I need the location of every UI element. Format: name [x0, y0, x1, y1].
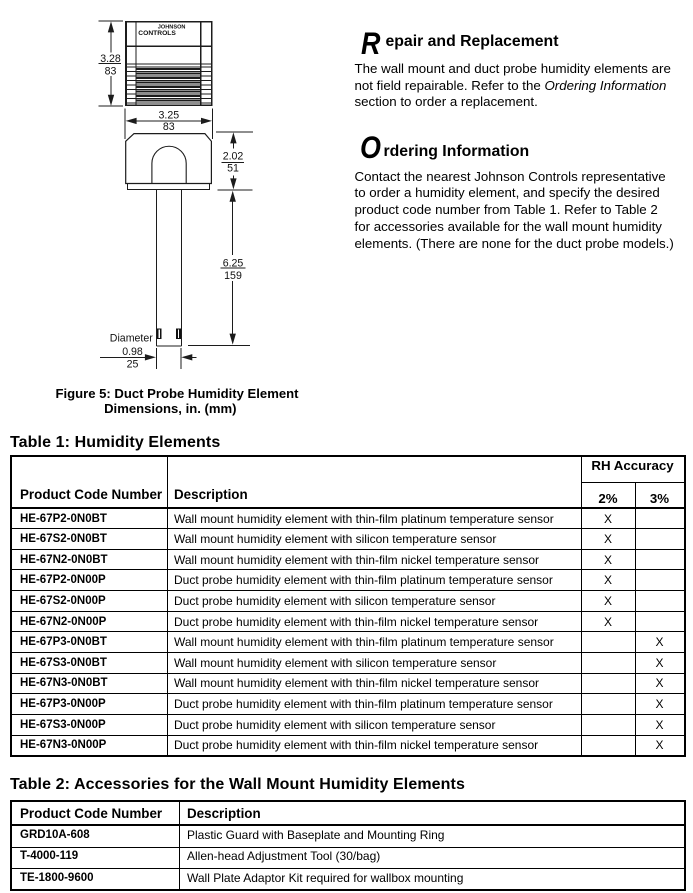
svg-text:2.02: 2.02	[223, 151, 244, 163]
svg-text:0.98: 0.98	[122, 346, 143, 358]
svg-text:CONTROLS: CONTROLS	[138, 30, 176, 37]
svg-text:3.28: 3.28	[100, 53, 121, 65]
svg-text:6.25: 6.25	[223, 257, 244, 269]
svg-text:3.25: 3.25	[158, 109, 179, 121]
svg-text:51: 51	[227, 163, 239, 175]
svg-text:83: 83	[105, 65, 117, 77]
svg-text:83: 83	[163, 121, 175, 133]
svg-text:Diameter: Diameter	[110, 333, 153, 345]
svg-text:25: 25	[127, 358, 139, 370]
svg-text:JOHNSON: JOHNSON	[158, 24, 186, 30]
svg-text:159: 159	[224, 270, 242, 282]
